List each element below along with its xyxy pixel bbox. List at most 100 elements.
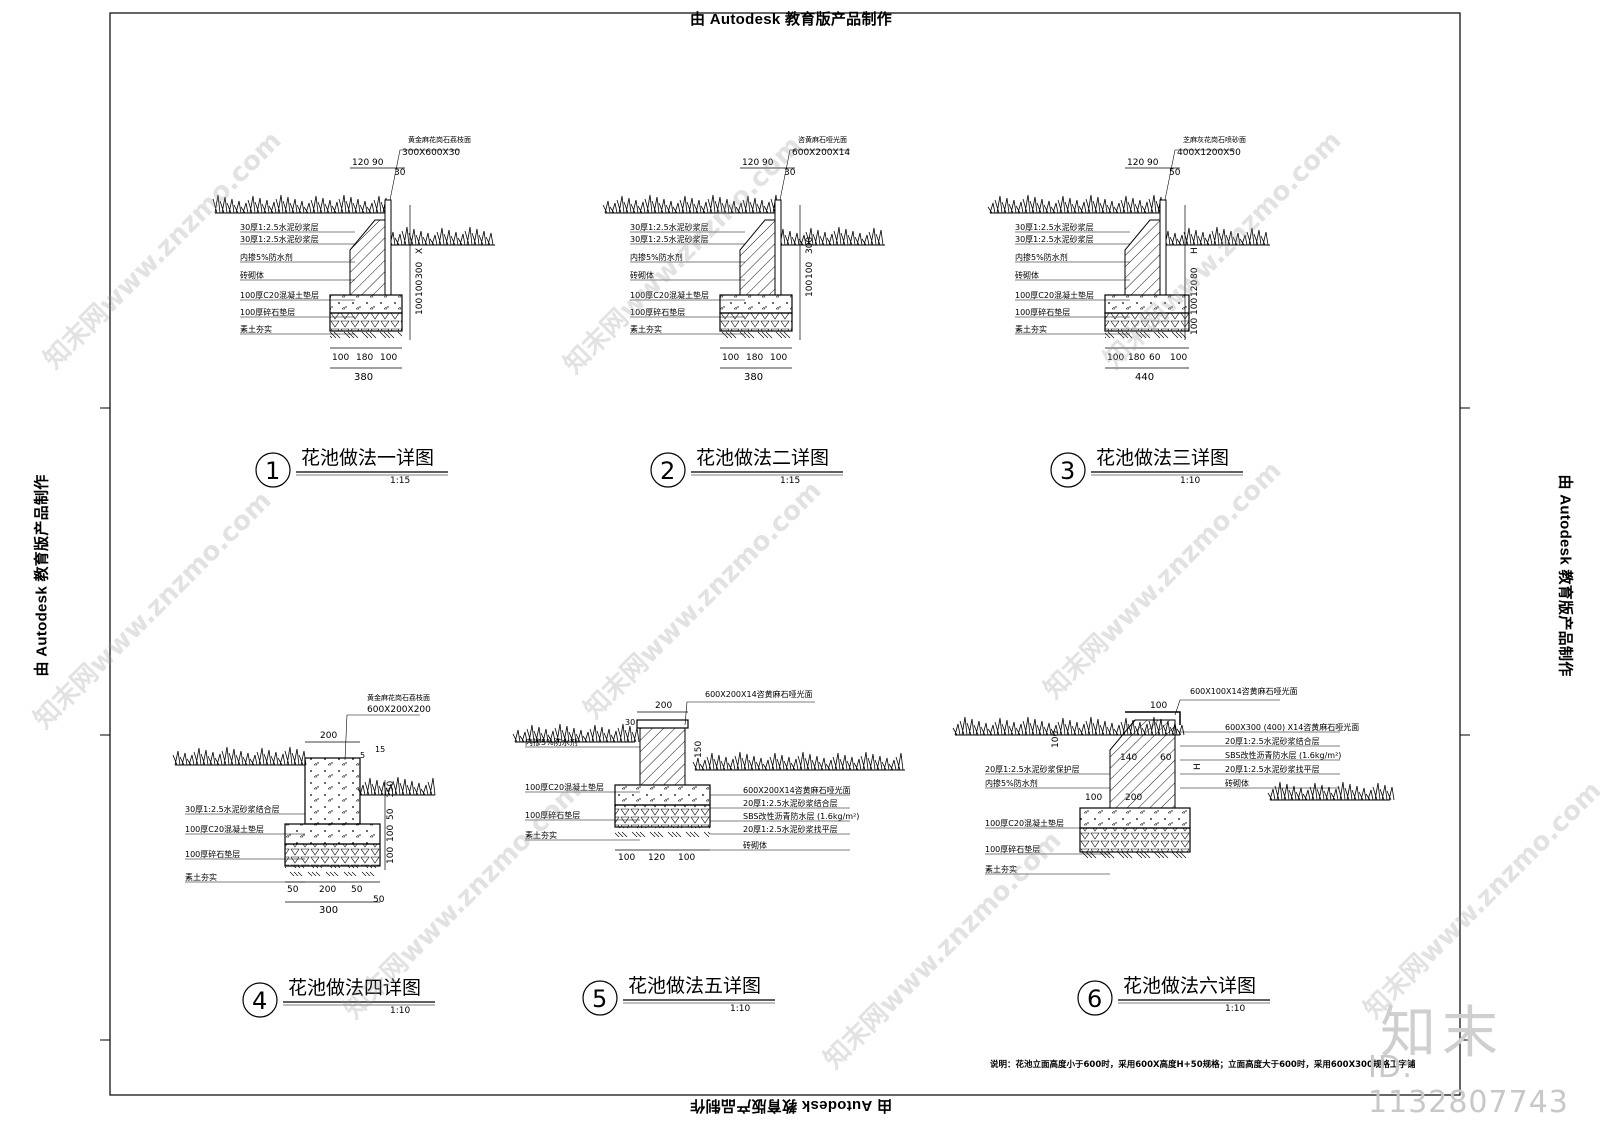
layer-label: 20厚1:2.5水泥砂浆找平层 [743, 824, 838, 834]
material-label: 黄金麻花岗石荔枝面 [367, 693, 430, 702]
layer-label: 100厚C20混凝土垫层 [985, 818, 1064, 828]
dim-label: 30 [784, 168, 796, 178]
drawing-note: 说明：花池立面高度小于600时，采用600X高度H+50规格；立面高度大于600… [990, 1060, 1416, 1070]
image-id: ID: 1132807743 [1368, 1050, 1569, 1120]
grass-symbol [1162, 226, 1269, 246]
autodesk-stamp-bottom: 由 Autodesk 教育版产品制作 [690, 1097, 893, 1114]
dim-label: 100 [722, 353, 739, 363]
dim-label: 180 [356, 353, 373, 363]
layer-label: 100厚C20混凝土垫层 [525, 782, 604, 792]
dim-label: 100 [678, 853, 695, 863]
material-size: 600X200X200 [367, 705, 431, 715]
layer-label: 30厚1:2.5水泥砂浆层 [1015, 222, 1094, 232]
dim-label: 100 [618, 853, 635, 863]
layer-label: SBS改性沥青防水层 (1.6kg/m²) [743, 811, 859, 821]
material-label: 黄金麻花岗石荔枝面 [408, 135, 471, 144]
dim-label: H [1190, 247, 1200, 254]
total-dim: 440 [1135, 372, 1154, 383]
dim-label: 150 [694, 741, 704, 758]
detail-number: 2 [660, 457, 675, 485]
dim-label: 200 [319, 885, 336, 895]
soil-layer [720, 331, 792, 341]
dim-label: 50 [1169, 168, 1181, 178]
autodesk-stamp-top: 由 Autodesk 教育版产品制作 [690, 11, 893, 28]
grass-symbol [512, 723, 640, 743]
dim-label: 60 [1160, 753, 1172, 763]
soil-layer [285, 866, 380, 876]
detail-number-circle [650, 452, 686, 488]
detail-number: 4 [252, 987, 267, 1015]
concrete-layer [329, 294, 403, 314]
gravel-layer [719, 312, 793, 332]
stone-block [304, 757, 361, 825]
layer-label: 30厚1:2.5水泥砂浆层 [240, 222, 319, 232]
dim-label: 100 [1150, 701, 1167, 711]
detail-number-circle [1050, 452, 1086, 488]
dim-label: 100 [1190, 318, 1200, 335]
total-dim: 380 [354, 372, 373, 383]
detail-title: 花池做法六详图 [1123, 975, 1256, 997]
total-dim: 300 [319, 905, 338, 916]
dim-label: 30 [625, 718, 635, 727]
grass-symbol [172, 746, 307, 766]
detail-number: 6 [1087, 985, 1102, 1013]
cap-stone [1159, 199, 1167, 296]
gravel-layer [1104, 312, 1190, 332]
dim-label: 120 [352, 158, 369, 168]
grass-symbol [602, 194, 779, 214]
layer-label: SBS改性沥青防水层 (1.6kg/m²) [1225, 750, 1341, 760]
dim-label: 100 [805, 280, 815, 297]
brick-wall [1124, 219, 1161, 296]
dim-label: 90 [762, 158, 774, 168]
autodesk-stamp-right: 由 Autodesk 教育版产品制作 [1556, 474, 1574, 677]
detail-number-circle [242, 982, 278, 1018]
layer-label: 内掺5%防水剂 [240, 252, 293, 262]
detail-number-circle [1077, 980, 1113, 1016]
brand-logo: 知末 [1380, 1001, 1504, 1066]
dim-label: 90 [1147, 158, 1159, 168]
soil-layer [1105, 331, 1189, 341]
layer-label: 砖砌体 [630, 270, 654, 280]
layer-label: 素土夯实 [1015, 324, 1047, 334]
detail-scale: 1:10 [730, 1004, 750, 1014]
dim-label: 100 [415, 280, 425, 297]
dim-label: 100 [1190, 298, 1200, 315]
layer-label: 砖砌体 [743, 840, 767, 850]
dim-label: 150 [386, 781, 396, 798]
material-label: 600X100X14咨黄麻石哑光面 [1190, 686, 1298, 696]
grass-symbol [777, 226, 884, 246]
leader-line [344, 714, 420, 761]
layer-label: 内掺5%防水剂 [630, 252, 683, 262]
layer-label: 100厚碎石垫层 [525, 810, 580, 820]
detail-2: 30厚1:2.5水泥砂浆层30厚1:2.5水泥砂浆层内掺5%防水剂砖砌体100厚… [602, 135, 885, 488]
dim-label: 300 [415, 262, 425, 279]
total-dim: 380 [744, 372, 763, 383]
dim-label: 15 [375, 745, 385, 754]
cap-stone [774, 199, 782, 296]
layer-label: 素土夯实 [630, 324, 662, 334]
dim-label: 50 [287, 885, 299, 895]
detail-1: 30厚1:2.5水泥砂浆层30厚1:2.5水泥砂浆层内掺5%防水剂砖砌体100厚… [212, 135, 495, 488]
layer-label: 20厚1:2.5水泥砂浆结合层 [743, 798, 838, 808]
layer-label: 100厚碎石垫层 [185, 849, 240, 859]
layer-label: 20厚1:2.5水泥砂浆保护层 [985, 764, 1080, 774]
layer-label: 100厚碎石垫层 [240, 307, 295, 317]
gravel-layer [284, 843, 381, 867]
detail-title: 花池做法四详图 [288, 977, 421, 999]
layer-label: 30厚1:2.5水泥砂浆层 [1015, 234, 1094, 244]
detail-title: 花池做法三详图 [1096, 447, 1229, 469]
detail-3: 30厚1:2.5水泥砂浆层30厚1:2.5水泥砂浆层内掺5%防水剂砖砌体100厚… [987, 135, 1270, 488]
dim-label: 5 [360, 751, 365, 760]
leader-line [1174, 699, 1280, 716]
grass-symbol [357, 776, 436, 796]
layer-label: 30厚1:2.5水泥砂浆层 [630, 222, 709, 232]
soil-layer [615, 827, 710, 837]
detail-number-circle [255, 452, 291, 488]
dim-label: 100 [1107, 353, 1124, 363]
material-label: 咨黄麻石哑光面 [798, 135, 847, 144]
layer-label: 砖砌体 [1225, 778, 1249, 788]
detail-scale: 1:10 [1225, 1004, 1245, 1014]
layer-label: 30厚1:2.5水泥砂浆结合层 [185, 804, 280, 814]
dim-label: 80 [1190, 267, 1200, 279]
dim-label: 120 [1127, 158, 1144, 168]
